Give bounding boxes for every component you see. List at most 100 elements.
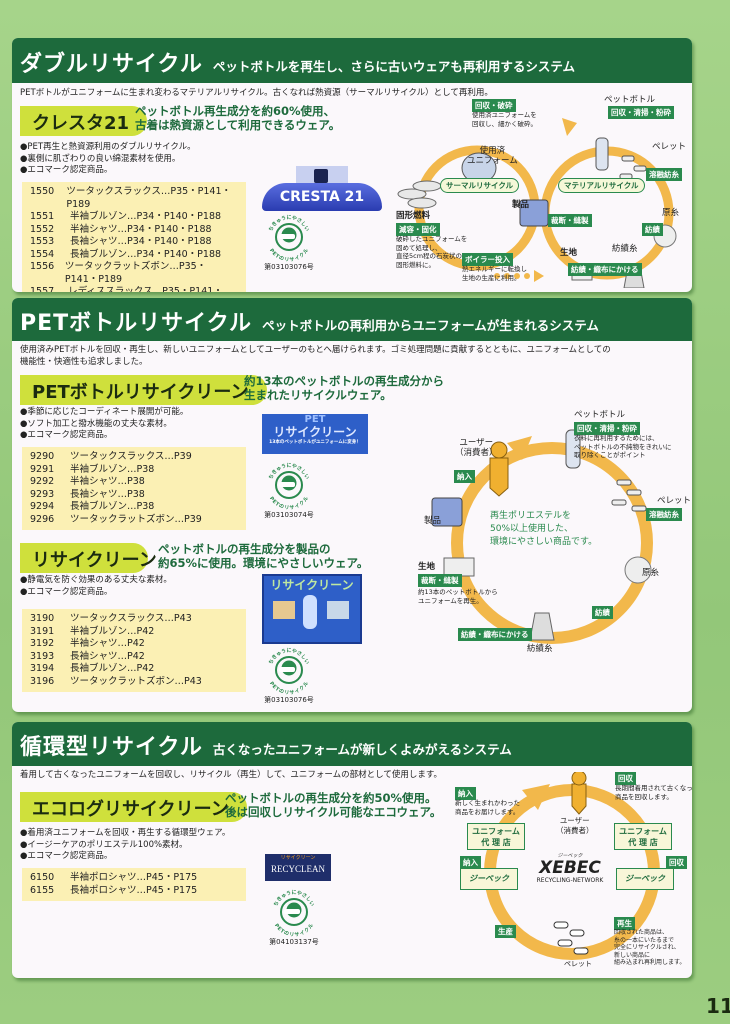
bottle-desc: 衣料に再利用するためには、ペットボトルの不純物をきれいに取り除くことがポイント [574,434,672,459]
intro-text: 着用して古くなったユニフォームを回収し、リサイクル（再生）して、ユニフォームの部… [20,770,443,780]
product-code: 9294 [30,501,55,512]
xebec-box-right: ジーベック [616,868,674,890]
deliver-tag: 納入 [455,787,476,800]
fuel-desc: 破砕したユニフォームを固めて処理し、直径5cm程の石炭状の固形燃料に。 [396,235,468,269]
product-name: リサイクリーン [20,543,157,573]
thermal-recycle-label: サーマルリサイクル [440,178,520,193]
panel-header: 循環型リサイクル 古くなったユニフォームが新しくよみがえるシステム [12,722,692,766]
xebec-box-left: ジーベック [460,868,518,890]
pet-recycle-panel: PETボトルリサイクル ペットボトルの再利用からユニフォームが生まれるシステム … [12,298,692,712]
collect-desc: 使用済ユニフォームを回収し、細かく破砕。 [472,111,537,128]
spun-yarn-icon [529,612,555,641]
agency-box-right: ユニフォーム代 理 店 [614,823,672,850]
product-code: 6155 [30,884,55,896]
feature: ●裏側に肌ざわりの良い綿混素材を使用。 [20,153,181,164]
weave-tag: 紡績・織布にかける [458,628,532,641]
product-item: ツータックスラックス…P39 [70,451,192,462]
recyclean-logo: リサイクリーン RECYCLEAN [265,854,331,881]
solid-fuel-icon [397,180,442,209]
collect-tag: 回収 [615,772,636,785]
user-label: ユーザー（消費者） [455,438,498,458]
catch-line: 古着は熱資源として利用できるウェア。 [135,118,341,132]
product-item: 半袖ブルゾン…P38 [70,463,155,475]
jacket-icon [431,497,463,527]
product-code: 1554 [30,248,55,260]
cert-number: 第03103076号 [264,263,314,271]
boiler-desc: 熱エネルギーに転換し生地の生産に利用。 [462,265,527,282]
xebec-network-logo: ジーベック XEBEC RECYCLING-NETWORK [536,853,604,884]
spin-tag: 紡績 [642,223,663,236]
product-item: ツータックラットズボン…P35・P141・P189 [64,261,207,285]
deliver-tag: 納入 [454,470,475,483]
bottle-tag: 回収・清掃・粉砕 [608,106,674,119]
weave-tag: 紡績・織布にかける [568,263,642,276]
pellet-icon [611,479,647,512]
user-label: ユーザー（消費者） [556,816,594,835]
panel-subtitle: ペットボトルの再利用からユニフォームが生まれるシステム [262,318,599,333]
circular-recycle-panel: 循環型リサイクル 古くなったユニフォームが新しくよみがえるシステム 着用して古く… [12,722,692,978]
product-item: ツータックラットズボン…P39 [70,513,202,525]
feature: ●PET再生と熱資源利用のダブルリサイクル。 [20,142,196,152]
bottle-icon [565,429,581,469]
ecomark-icon: ちきゅうにやさしい PETのリサイクル [267,462,310,510]
melt-tag: 溶融紡糸 [646,168,682,181]
catch-copy: ペットボトルの再生成分を製品の約65%に使用。環境にやさしいウェア。 [158,542,369,570]
regen-tag: 再生 [614,917,635,930]
product-item: 半袖シャツ…P38 [70,476,145,487]
cert-number: 第04103137号 [269,938,319,946]
agency-box-left: ユニフォーム代 理 店 [467,823,525,850]
product-label: 製品 [424,516,442,526]
panel-header: PETボトルリサイクル ペットボトルの再利用からユニフォームが生まれるシステム [12,298,692,341]
product-item: 半袖シャツ…P42 [70,638,145,649]
panel-title: PETボトルリサイクル [20,311,253,336]
spun-yarn-label: 紡績糸 [527,644,553,654]
panel-title: ダブルリサイクル [20,52,203,77]
fuel-label: 固形燃料 [396,211,431,221]
ecomark: ちきゅうにやさしい PETのリサイクル 第03103076号 [259,212,319,272]
product-item: 長袖ブルゾン…P42 [70,663,155,674]
pet-recyclean-logo: PET リサイクリーン 13本のペットボトルがユニフォームに変身！ [262,414,368,454]
pellet-label: ペレット [564,960,592,968]
catch-copy: 約13本のペットボトルの再生成分から生まれたリサイクルウェア。 [244,374,445,402]
product-code: 1551 [30,211,55,222]
user-icon [489,457,509,497]
yarn-icon [624,556,652,584]
product-code: 3196 [30,675,55,687]
feature-list: ●静電気を防ぐ効果のある丈夫な素材。●エコマーク認定商品。 [20,575,172,597]
product-name: クレスタ21 [20,106,148,136]
panel-title: 循環型リサイクル [20,735,203,760]
product-name: エコログリサイクリーン [20,792,247,822]
product-code: 1553 [30,236,55,247]
pellet-icon [553,921,589,955]
product-item: 半袖ブルゾン…P42 [70,625,155,637]
product-item: 半袖ブルゾン…P34・P140・P188 [70,211,222,222]
product-item: ツータックスラックス…P35・P141・P189 [66,186,232,210]
used-uniform-label: 使用済ユニフォーム [467,146,518,166]
product-code: 3190 [30,613,55,624]
bottle-label: ペットボトル [604,95,656,105]
collect-tag: 回収・破砕 [472,99,516,112]
intro-text: PETボトルがユニフォームに生まれ変わるマテリアルリサイクル。古くなれば熱資源（… [20,88,493,98]
cresta21-logo: CRESTA 21 [262,166,382,211]
mascot-icon [273,595,349,629]
bottle-label: ペットボトル [574,410,626,420]
product-name: PETボトルリサイクリーン [20,375,267,405]
regen-desc: 回収された商品は、糸の一本にいたるまで完全にリサイクルされ、新しい商品に組み込ま… [614,929,686,966]
product-code: 9293 [30,488,55,500]
product-code: 1557 [30,286,55,292]
